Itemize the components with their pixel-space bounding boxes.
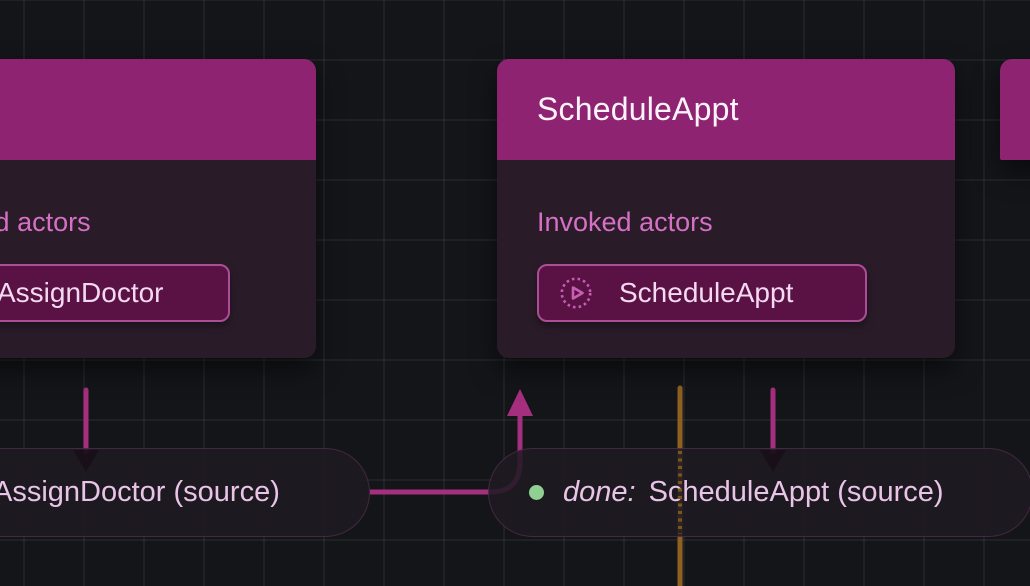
actor-button-label: AssignDoctor [0, 277, 164, 308]
state-title: ScheduleAppt [537, 91, 739, 127]
up-arrowhead-icon [507, 389, 533, 416]
invoked-actors-label: Invoked actors [0, 207, 91, 237]
actor-button-label: ScheduleAppt [619, 277, 794, 308]
event-label: ScheduleAppt (source) [648, 476, 944, 508]
state-node-right[interactable] [1000, 59, 1030, 160]
state-title-bar[interactable] [1000, 59, 1030, 160]
state-title-bar[interactable]: ScheduleAppt [497, 59, 955, 160]
state-title-bar[interactable] [0, 59, 316, 160]
state-node-left[interactable]: Invoked actors AssignDoctor [0, 59, 316, 358]
state-node-schedule-appt[interactable]: ScheduleAppt Invoked actors ScheduleAppt [497, 59, 955, 358]
state-body: Invoked actors ScheduleAppt [497, 160, 955, 358]
event-label: AssignDoctor (source) [0, 476, 280, 508]
event-prefix: done: [563, 476, 636, 508]
green-dot-icon [529, 485, 544, 500]
actor-button-assign-doctor[interactable]: AssignDoctor [0, 264, 230, 322]
actor-button-schedule-appt[interactable]: ScheduleAppt [537, 264, 867, 322]
event-pill-assign-doctor[interactable]: AssignDoctor (source) [0, 448, 370, 537]
play-icon [559, 276, 593, 310]
state-body: Invoked actors AssignDoctor [0, 160, 316, 358]
invoked-actors-label: Invoked actors [537, 207, 713, 237]
event-pill-done-schedule-appt[interactable]: done: ScheduleAppt (source) [488, 448, 1030, 537]
